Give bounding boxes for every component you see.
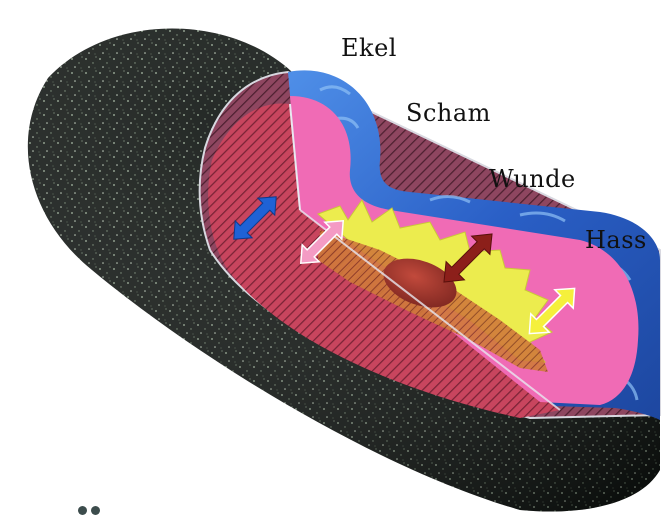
- label-hass: Hass: [585, 226, 647, 254]
- label-wunde: Wunde: [489, 165, 576, 193]
- label-ekel: Ekel: [341, 34, 397, 62]
- dot: [91, 506, 100, 515]
- dot: [78, 506, 87, 515]
- dots-icon[interactable]: [78, 500, 104, 519]
- label-scham: Scham: [406, 99, 491, 127]
